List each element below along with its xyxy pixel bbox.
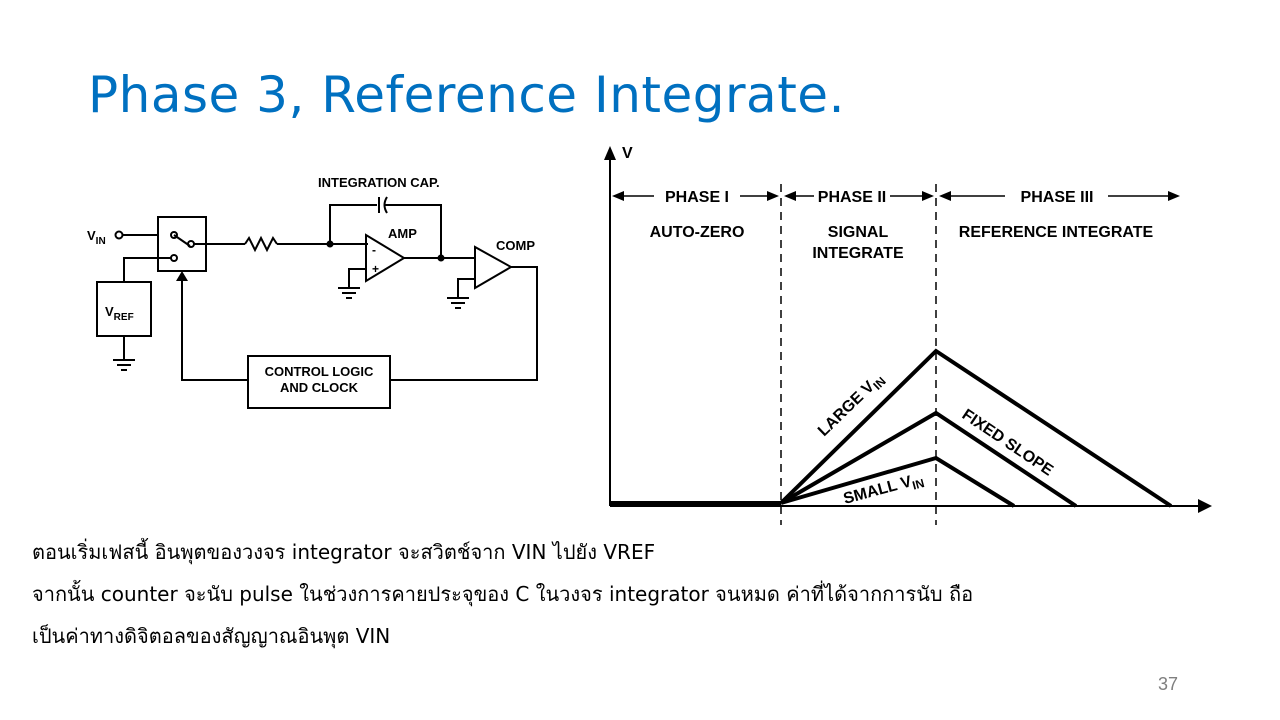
- body-line-2: จากนั้น counter จะนับ pulse ในช่วงการคาย…: [32, 582, 974, 606]
- large-vin-ramp: [779, 348, 1173, 508]
- integrating-adc-circuit: INTEGRATION CAP. AMP COMP - + VIN VREF C…: [87, 175, 538, 409]
- amp-label: AMP: [388, 226, 417, 241]
- amp-opamp: [365, 233, 406, 283]
- body-line-3: เป็นค่าทางดิจิตอลของสัญญาณอินพุต VIN: [32, 624, 391, 648]
- auto-zero-label: AUTO-ZERO: [650, 224, 745, 241]
- slide-body-text: ตอนเริ่มเฟสนี้ อินพุตของวงจร integrator …: [32, 540, 973, 666]
- phase-2-label: PHASE II: [818, 189, 886, 206]
- medium-vin-ramp: [779, 410, 1078, 508]
- comparator: [474, 245, 514, 290]
- phase-1-label: PHASE I: [665, 189, 729, 206]
- vin-terminal: [114, 230, 124, 240]
- body-line-1: ตอนเริ่มเฟสนี้ อินพุตของวงจร integrator …: [32, 540, 656, 564]
- comp-label: COMP: [496, 238, 535, 253]
- small-vin-ramp: [780, 455, 1016, 508]
- control-logic-label: CONTROL LOGIC: [265, 364, 374, 379]
- signal-label: SIGNAL: [828, 224, 889, 241]
- reference-integrate-label: REFERENCE INTEGRATE: [959, 224, 1154, 241]
- integration-cap-label: INTEGRATION CAP.: [318, 175, 440, 190]
- amp-minus: -: [372, 243, 376, 257]
- small-vin-label: SMALL VIN: [842, 470, 926, 511]
- phase-3-label: PHASE III: [1021, 189, 1094, 206]
- resistor: [244, 235, 278, 253]
- control-logic-block: [247, 355, 391, 409]
- switch-blade: [173, 234, 191, 247]
- v-axis-label: V: [622, 145, 633, 162]
- page-number: 37: [1158, 674, 1179, 694]
- integrate-label: INTEGRATE: [812, 245, 904, 262]
- fixed-slope-label: FIXED SLOPE: [959, 406, 1056, 479]
- dual-slope-timing-graph: V PHASE I PHASE II PHASE III AUTO-ZERO S…: [604, 145, 1212, 525]
- clock-label: AND CLOCK: [280, 380, 359, 395]
- amp-plus: +: [372, 262, 379, 276]
- slide-title: Phase 3, Reference Integrate.: [88, 66, 845, 124]
- vref-label: VREF: [105, 304, 134, 323]
- vin-label: VIN: [87, 228, 106, 247]
